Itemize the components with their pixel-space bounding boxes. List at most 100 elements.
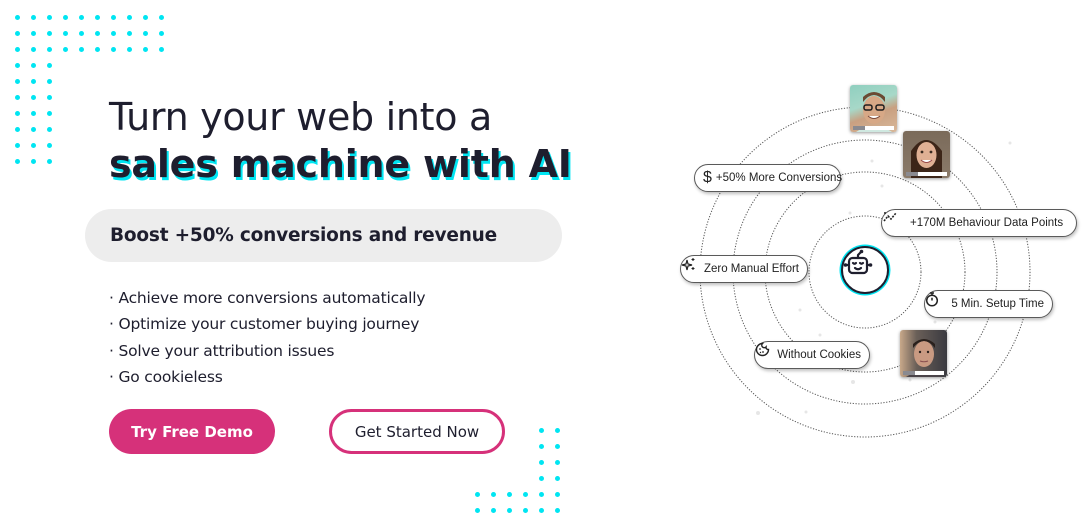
decorative-dot [31, 79, 36, 84]
decorative-dot [555, 492, 560, 497]
decorative-dot [31, 111, 36, 116]
decorative-dot [63, 31, 68, 36]
decorative-dot [555, 508, 560, 513]
decorative-dot [555, 428, 560, 433]
decorative-dot [47, 79, 52, 84]
benefit-item: Achieve more conversions automatically [109, 285, 425, 311]
decorative-dot [63, 47, 68, 52]
decorative-dot [555, 444, 560, 449]
robot-icon [841, 246, 889, 294]
decorative-dot [491, 508, 496, 513]
decorative-dot [475, 508, 480, 513]
decorative-dot [555, 476, 560, 481]
decorative-dot [15, 79, 20, 84]
feature-pill-more-conversions: $ +50% More Conversions [694, 164, 843, 192]
decorative-dot [47, 143, 52, 148]
hero-title-line1: Turn your web into a [109, 95, 492, 139]
benefit-item: Optimize your customer buying journey [109, 311, 425, 337]
decorative-dot [15, 159, 20, 164]
decorative-dot [127, 47, 132, 52]
decorative-dot [539, 508, 544, 513]
decorative-dot [539, 444, 544, 449]
decorative-dot [143, 31, 148, 36]
stopwatch-icon [925, 292, 947, 312]
decorative-dot [95, 15, 100, 20]
feature-label: Zero Manual Effort [703, 263, 799, 275]
decorative-dot [79, 47, 84, 52]
decorative-dot [143, 15, 148, 20]
decorative-dot [15, 143, 20, 148]
avatar-smiling-woman [903, 131, 950, 178]
decorative-dot [159, 15, 164, 20]
avatar-man-with-glasses [850, 85, 897, 132]
decorative-dot [539, 460, 544, 465]
decorative-dot [539, 492, 544, 497]
decorative-dot [539, 428, 544, 433]
decorative-dot [31, 143, 36, 148]
decorative-dot [31, 127, 36, 132]
decorative-dot [159, 31, 164, 36]
feature-pill-setup-time: 5 Min. Setup Time [924, 290, 1053, 318]
decorative-dot [47, 47, 52, 52]
decorative-dot [555, 460, 560, 465]
trend-chart-icon [883, 212, 906, 231]
decorative-dot [47, 63, 52, 68]
decorative-dot [111, 15, 116, 20]
decorative-dot [95, 47, 100, 52]
try-free-demo-button[interactable]: Try Free Demo [109, 409, 275, 454]
decorative-dot [47, 31, 52, 36]
decorative-dot [31, 15, 36, 20]
decorative-dot [79, 15, 84, 20]
decorative-dot [15, 95, 20, 100]
decorative-dot [127, 15, 132, 20]
decorative-dot [63, 15, 68, 20]
hero-title: Turn your web into a sales machine with … [109, 94, 572, 188]
decorative-dot [31, 31, 36, 36]
decorative-dot [15, 47, 20, 52]
benefit-list: Achieve more conversions automatically O… [109, 285, 425, 390]
subtitle-pill: Boost +50% conversions and revenue [85, 209, 562, 262]
decorative-dot [159, 47, 164, 52]
feature-pill-without-cookies: Without Cookies [754, 341, 870, 369]
sparkles-icon [681, 258, 700, 277]
feature-pill-zero-manual-effort: Zero Manual Effort [680, 255, 808, 283]
decorative-dot [15, 111, 20, 116]
decorative-dot [31, 95, 36, 100]
decorative-dot [111, 47, 116, 52]
decorative-dot [143, 47, 148, 52]
decorative-dot [15, 63, 20, 68]
decorative-dot [475, 492, 480, 497]
feature-label: +170M Behaviour Data Points [910, 217, 1064, 229]
decorative-dot [79, 31, 84, 36]
benefit-item: Go cookieless [109, 364, 425, 390]
hero-title-line2: sales machine with AI [109, 142, 572, 186]
decorative-dot [507, 508, 512, 513]
decorative-dot [15, 15, 20, 20]
cookie-icon [755, 342, 773, 363]
get-started-now-button[interactable]: Get Started Now [329, 409, 505, 454]
decorative-dot [523, 508, 528, 513]
decorative-dot [47, 127, 52, 132]
decorative-dot [111, 31, 116, 36]
feature-pill-behaviour-data-points: +170M Behaviour Data Points [881, 209, 1077, 237]
subtitle-text: Boost +50% conversions and revenue [110, 225, 498, 246]
decorative-dot [47, 15, 52, 20]
decorative-dot [31, 47, 36, 52]
feature-label: Without Cookies [777, 349, 861, 361]
decorative-dot [47, 159, 52, 164]
decorative-dot [507, 492, 512, 497]
decorative-dot [95, 31, 100, 36]
decorative-dot [15, 31, 20, 36]
dollar-icon: $ [703, 169, 712, 186]
feature-label: 5 Min. Setup Time [951, 298, 1044, 310]
decorative-dot [539, 476, 544, 481]
decorative-dot [523, 492, 528, 497]
decorative-dot [127, 31, 132, 36]
avatar-young-man [900, 330, 947, 377]
benefit-item: Solve your attribution issues [109, 338, 425, 364]
feature-label: +50% More Conversions [715, 172, 843, 184]
decorative-dot [31, 159, 36, 164]
decorative-dot [15, 127, 20, 132]
decorative-dot [47, 95, 52, 100]
decorative-dot [31, 63, 36, 68]
